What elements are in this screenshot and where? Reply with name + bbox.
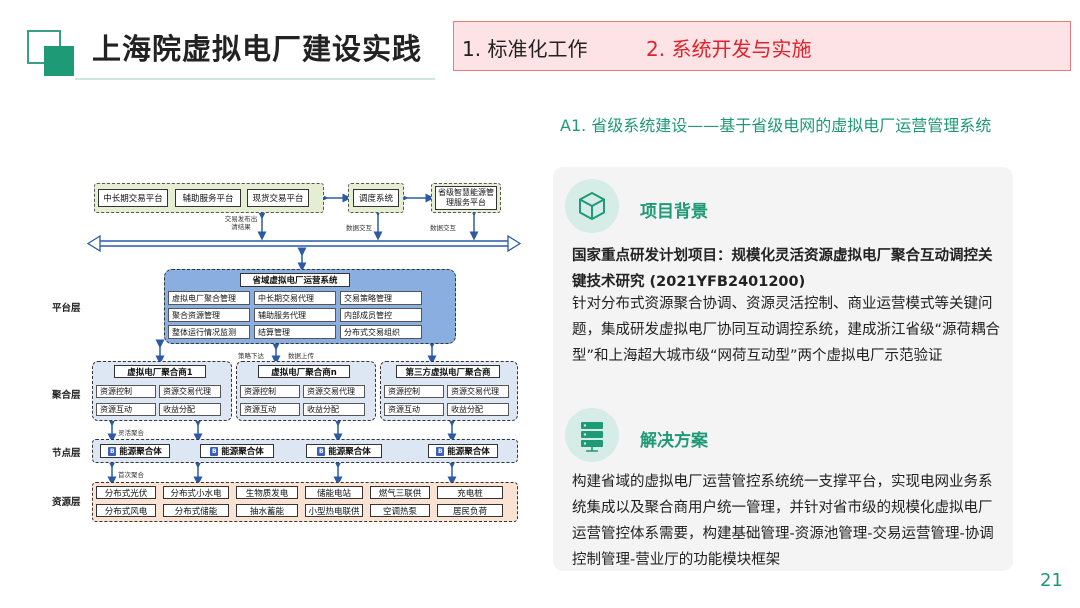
energy-aggregate-label: 能源聚合体 bbox=[119, 447, 162, 457]
aggregator-item: 资源互动 bbox=[384, 403, 444, 416]
layer-label-resource: 资源层 bbox=[52, 497, 81, 508]
label-flex-agg: 灵活聚合 bbox=[118, 429, 144, 437]
aggregator-item: 资源控制 bbox=[96, 385, 156, 398]
label-data-exchange-1: 数据交互 bbox=[346, 224, 372, 232]
ops-module: 中长期交易代理 bbox=[254, 291, 336, 305]
aggregator-item: 资源交易代理 bbox=[159, 385, 221, 398]
aggregator-title: 虚拟电厂聚合商1 bbox=[114, 365, 206, 378]
resource-item: 居民负荷 bbox=[437, 504, 503, 517]
resource-item: 分布式光伏 bbox=[96, 486, 156, 499]
node-badge-icon: B bbox=[108, 446, 117, 456]
label-strategy-down: 策略下达 bbox=[238, 352, 264, 360]
ops-module: 整体运行情况监测 bbox=[168, 325, 250, 339]
ops-system-title: 省域虚拟电厂运营系统 bbox=[240, 273, 350, 287]
resource-item: 分布式风电 bbox=[96, 504, 156, 517]
resource-item: 储能电站 bbox=[305, 486, 363, 499]
logo-filled-square bbox=[44, 46, 74, 76]
aggregator-item: 收益分配 bbox=[303, 403, 365, 416]
label-first-agg: 首次聚合 bbox=[118, 471, 144, 479]
aggregator-item: 资源互动 bbox=[240, 403, 300, 416]
energy-aggregate-label: 能源聚合体 bbox=[447, 447, 490, 457]
section-nav bbox=[453, 21, 1071, 71]
resource-item: 生物质发电 bbox=[236, 486, 298, 499]
resource-item: 分布式小水电 bbox=[163, 486, 229, 499]
info-panel bbox=[553, 167, 1013, 571]
background-heading: 项目背景 bbox=[640, 202, 708, 222]
resource-item: 抽水蓄能 bbox=[236, 504, 298, 517]
layer-label-platform: 平台层 bbox=[52, 303, 81, 314]
provincial-energy-service-platform: 省级智慧能源管理服务平台 bbox=[435, 186, 497, 210]
aggregator-title: 第三方虚拟电厂聚合商 bbox=[396, 365, 500, 378]
resource-item: 小型热电联供 bbox=[305, 504, 363, 517]
aggregator-title: 虚拟电厂聚合商n bbox=[258, 365, 350, 378]
page-title: 上海院虚拟电厂建设实践 bbox=[92, 32, 423, 66]
solution-heading: 解决方案 bbox=[640, 431, 708, 451]
background-description: 针对分布式资源聚合协调、资源灵活控制、商业运营模式等关键问题，集成研发虚拟电厂协… bbox=[572, 296, 1001, 364]
layer-label-aggregation: 聚合层 bbox=[52, 390, 81, 401]
resource-item: 分布式储能 bbox=[163, 504, 229, 517]
ops-module: 辅助服务代理 bbox=[254, 308, 336, 322]
title-underline bbox=[75, 78, 435, 80]
ops-module: 交易策略管理 bbox=[340, 291, 422, 305]
node-badge-icon: B bbox=[210, 446, 219, 456]
mid-long-term-trading-platform: 中长期交易平台 bbox=[98, 189, 168, 207]
label-data-exchange-2: 数据交互 bbox=[430, 224, 456, 232]
server-icon-badge bbox=[565, 408, 619, 462]
label-data-up: 数据上传 bbox=[288, 352, 314, 360]
background-project-name: 国家重点研发计划项目：规模化灵活资源虚拟电厂聚合互动调控关键技术研究 (2021… bbox=[572, 248, 993, 290]
ops-module: 结算管理 bbox=[254, 325, 336, 339]
aggregator-item: 资源交易代理 bbox=[303, 385, 365, 398]
architecture-diagram: 中长期交易平台 辅助服务平台 现货交易平台 调度系统 省级智慧能源管理服务平台 … bbox=[52, 183, 522, 522]
spot-trading-platform: 现货交易平台 bbox=[247, 189, 309, 207]
ops-module: 虚拟电厂聚合管理 bbox=[168, 291, 250, 305]
cube-icon-badge bbox=[565, 179, 619, 233]
ops-module: 聚合资源管理 bbox=[168, 308, 250, 322]
label-trade-release: 交易发布出清结果 bbox=[224, 215, 258, 231]
page-number: 21 bbox=[1040, 570, 1063, 591]
ancillary-service-platform: 辅助服务平台 bbox=[175, 189, 241, 207]
aggregator-item: 收益分配 bbox=[447, 403, 509, 416]
resource-item: 充电桩 bbox=[437, 486, 503, 499]
ops-module: 分布式交易组织 bbox=[340, 325, 422, 339]
aggregator-item: 资源控制 bbox=[240, 385, 300, 398]
aggregator-item: 资源互动 bbox=[96, 403, 156, 416]
layer-label-node: 节点层 bbox=[52, 448, 81, 459]
node-badge-icon: B bbox=[436, 446, 445, 456]
energy-aggregate-label: 能源聚合体 bbox=[328, 447, 371, 457]
aggregator-item: 收益分配 bbox=[159, 403, 221, 416]
nav-item-standardization[interactable]: 1. 标准化工作 bbox=[462, 37, 588, 61]
energy-aggregate-label: 能源聚合体 bbox=[221, 447, 264, 457]
cube-icon bbox=[579, 192, 605, 220]
resource-item: 空调热泵 bbox=[370, 504, 430, 517]
node-badge-icon: B bbox=[317, 446, 326, 456]
data-bus-arrow bbox=[86, 234, 522, 253]
aggregator-item: 资源控制 bbox=[384, 385, 444, 398]
solution-description: 构建省域的虚拟电厂运营管控系统统一支撑平台，实现电网业务系统集成以及聚合商用户统… bbox=[572, 474, 994, 568]
section-title: A1. 省级系统建设——基于省级电网的虚拟电厂运营管理系统 bbox=[560, 116, 992, 135]
dispatch-system: 调度系统 bbox=[353, 189, 399, 207]
nav-item-system-development[interactable]: 2. 系统开发与实施 bbox=[646, 37, 812, 61]
aggregator-item: 资源交易代理 bbox=[447, 385, 509, 398]
ops-module: 内部成员管控 bbox=[340, 308, 422, 322]
server-icon bbox=[581, 422, 603, 452]
resource-item: 燃气三联供 bbox=[370, 486, 430, 499]
